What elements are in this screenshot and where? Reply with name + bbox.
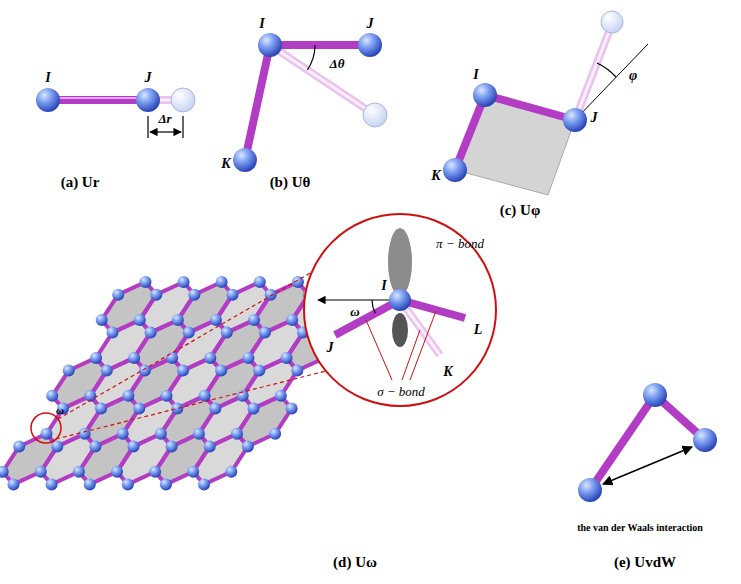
zoom-circle [304,214,496,406]
atom-label: J [327,340,334,355]
angle-label: ω [350,305,359,319]
panel-caption: (a) Ur [61,174,100,191]
displacement-label: Δr [158,112,171,126]
vdw-figure [578,383,717,502]
panel-caption: (e) UvdW [614,554,676,571]
atom-label: I [259,16,264,31]
angle-bend-figure [233,33,387,172]
atom-label: I [381,278,386,293]
angle-label: φ [629,68,637,83]
bond-stretch-figure [36,88,195,138]
atom-label: I [473,67,478,82]
angle-label: Δθ [330,57,345,71]
atom-label: L [474,322,483,337]
panel-caption: (c) Uφ [500,202,541,219]
angle-label: ω [56,404,64,416]
atom-label: J [591,110,598,125]
panel-caption: (b) Uθ [270,174,311,191]
atom-label: I [45,70,50,85]
graphene-lattice [0,276,353,490]
atom-label: J [145,70,152,85]
interaction-label: the van der Waals interaction [577,522,703,533]
atom-label: K [221,156,230,171]
atom-label: K [431,168,440,183]
bond-label: π − bond [436,237,484,251]
atom-label: K [443,364,452,379]
torsion-figure [443,11,648,195]
atom-label: J [367,16,374,31]
bond-label: σ − bond [377,385,425,399]
zoom-marker [31,272,330,443]
panel-caption: (d) Uω [333,554,377,571]
